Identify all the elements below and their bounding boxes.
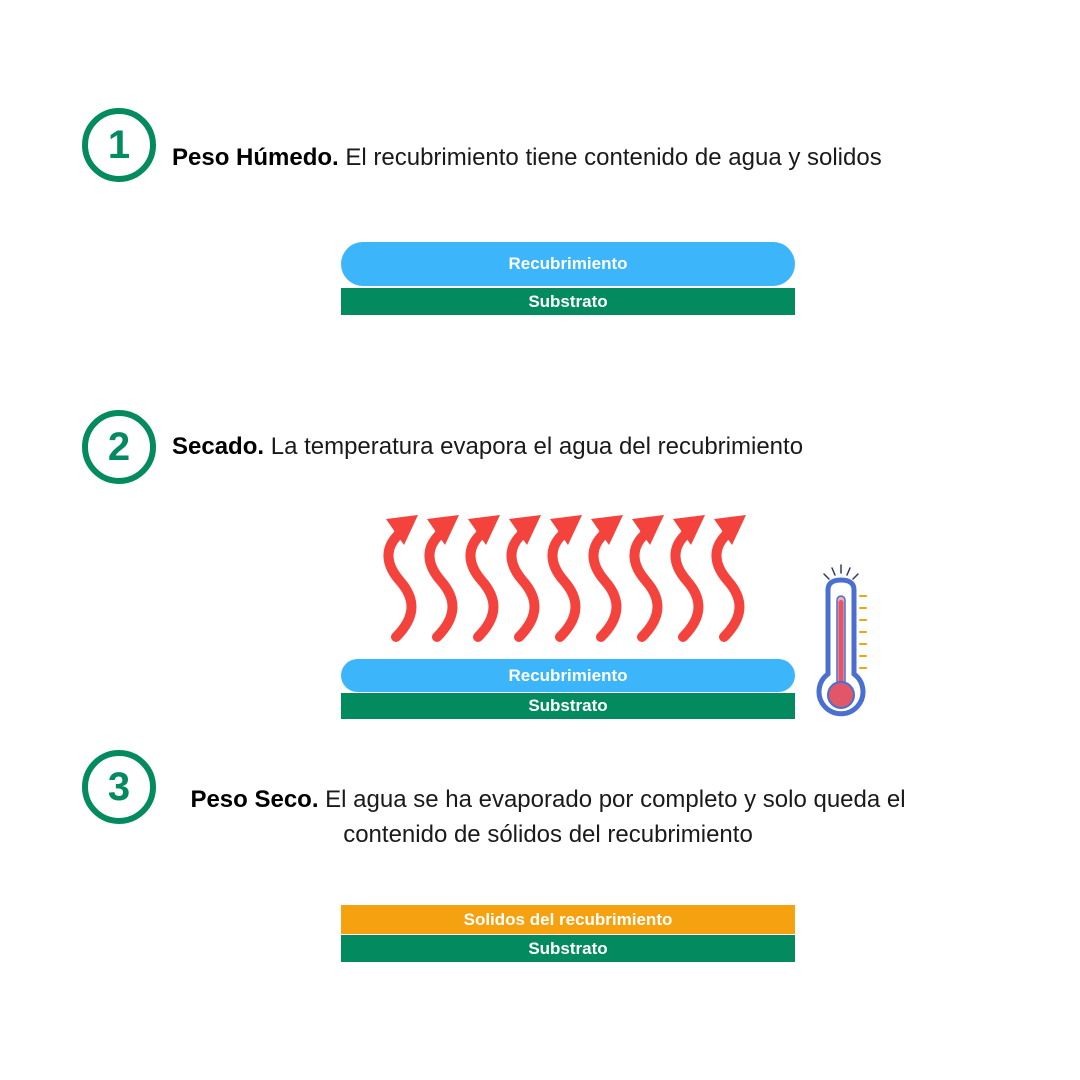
step-2-text: La temperatura evapora el agua del recub… [264, 433, 804, 460]
heat-wave-arrow-icon [468, 515, 500, 637]
step-1-title: Peso Húmedo. [172, 144, 339, 171]
step-2-substrate-layer: Substrato [341, 693, 795, 719]
step-3-title: Peso Seco. [190, 786, 319, 813]
step-1-substrate-layer: Substrato [341, 288, 795, 315]
step-3-text: El agua se ha evaporado por completo y s… [318, 786, 906, 848]
step-1-coating-layer: Recubrimiento [341, 242, 795, 286]
step-3-badge: 3 [82, 750, 156, 824]
step-2-description: Secado. La temperatura evapora el agua d… [172, 433, 803, 461]
heat-wave-arrow-icon [714, 515, 746, 637]
step-1-text: El recubrimiento tiene contenido de agua… [338, 144, 882, 171]
heat-wave-arrow-icon [673, 515, 705, 637]
step-2-title: Secado. [172, 433, 265, 460]
step-3-description: Peso Seco. El agua se ha evaporado por c… [160, 782, 936, 852]
step-2-coating-layer: Recubrimiento [341, 659, 795, 692]
thermometer-icon [816, 564, 867, 717]
heat-wave-arrow-icon [386, 515, 418, 637]
heat-waves [370, 505, 770, 650]
step-3-solids-layer: Solidos del recubrimiento [341, 905, 795, 934]
step-1-description: Peso Húmedo. El recubrimiento tiene cont… [172, 144, 882, 172]
heat-wave-arrow-icon [550, 515, 582, 637]
step-2-badge: 2 [82, 410, 156, 484]
heat-wave-arrow-icon [591, 515, 623, 637]
step-3-substrate-layer: Substrato [341, 935, 795, 962]
heat-wave-arrow-icon [632, 515, 664, 637]
step-1-badge: 1 [82, 108, 156, 182]
heat-wave-arrow-icon [509, 515, 541, 637]
heat-wave-arrow-icon [427, 515, 459, 637]
